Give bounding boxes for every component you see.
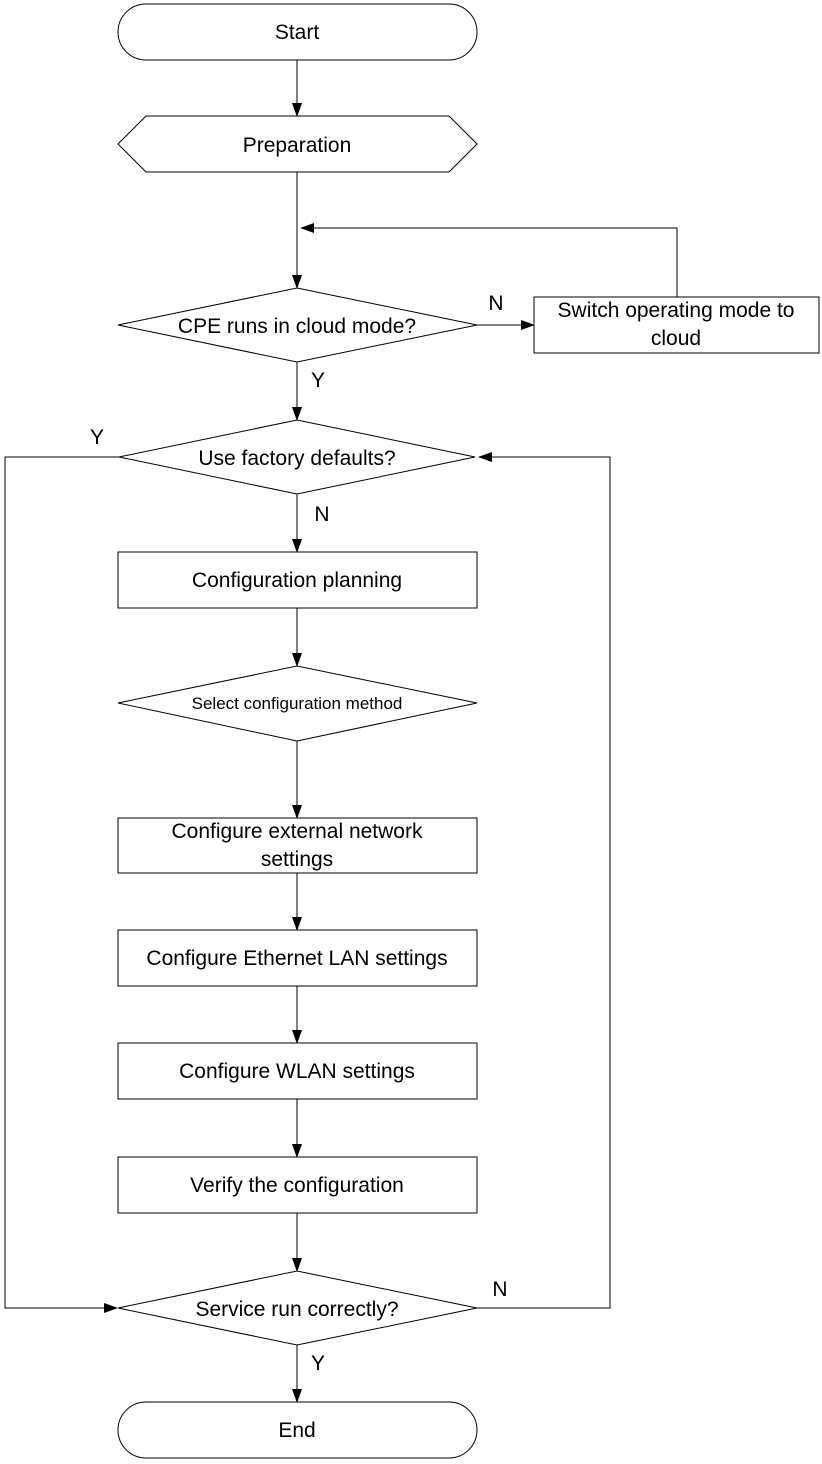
switch-mode-box [533,296,820,354]
switch-mode-label-line1: Switch operating mode to [558,299,795,322]
wlan-box [117,1042,478,1100]
edge-label-service-no: N [492,1278,507,1301]
preparation-hexagon [117,115,478,173]
edge-label-cloud-yes: Y [311,369,325,392]
start-terminator [117,3,478,61]
connector-service-no-loopback [477,452,611,1309]
external-network-box [117,817,478,874]
connector-factory-yes-to-service [4,456,119,1313]
select-method-label: Select configuration method [192,694,403,713]
edge-label-factory-yes: Y [90,426,104,449]
end-terminator [117,1401,478,1459]
verify-box [117,1156,478,1214]
cloud-mode-decision [117,287,478,363]
switch-mode-label-line2: cloud [651,327,701,350]
edge-label-cloud-no: N [488,292,503,315]
service-decision-label: Service run correctly? [195,1298,398,1321]
configuration-planning-label: Configuration planning [192,569,402,592]
edge-label-service-yes: Y [311,1352,325,1375]
service-decision [117,1270,478,1346]
factory-defaults-decision [118,419,476,495]
select-method-decision [117,665,478,742]
end-label: End [278,1419,315,1442]
configuration-planning-box [117,551,478,609]
verify-label: Verify the configuration [190,1174,404,1197]
preparation-label: Preparation [243,134,352,157]
ethernet-lan-label: Configure Ethernet LAN settings [146,947,447,970]
start-label: Start [275,21,320,44]
external-network-label-line2: settings [261,848,333,871]
factory-defaults-decision-label: Use factory defaults? [198,447,395,470]
external-network-label-line1: Configure external network [172,820,423,843]
edge-label-factory-no: N [314,503,329,526]
cloud-mode-decision-label: CPE runs in cloud mode? [178,315,416,338]
ethernet-lan-box [117,929,478,987]
wlan-label: Configure WLAN settings [179,1060,415,1083]
